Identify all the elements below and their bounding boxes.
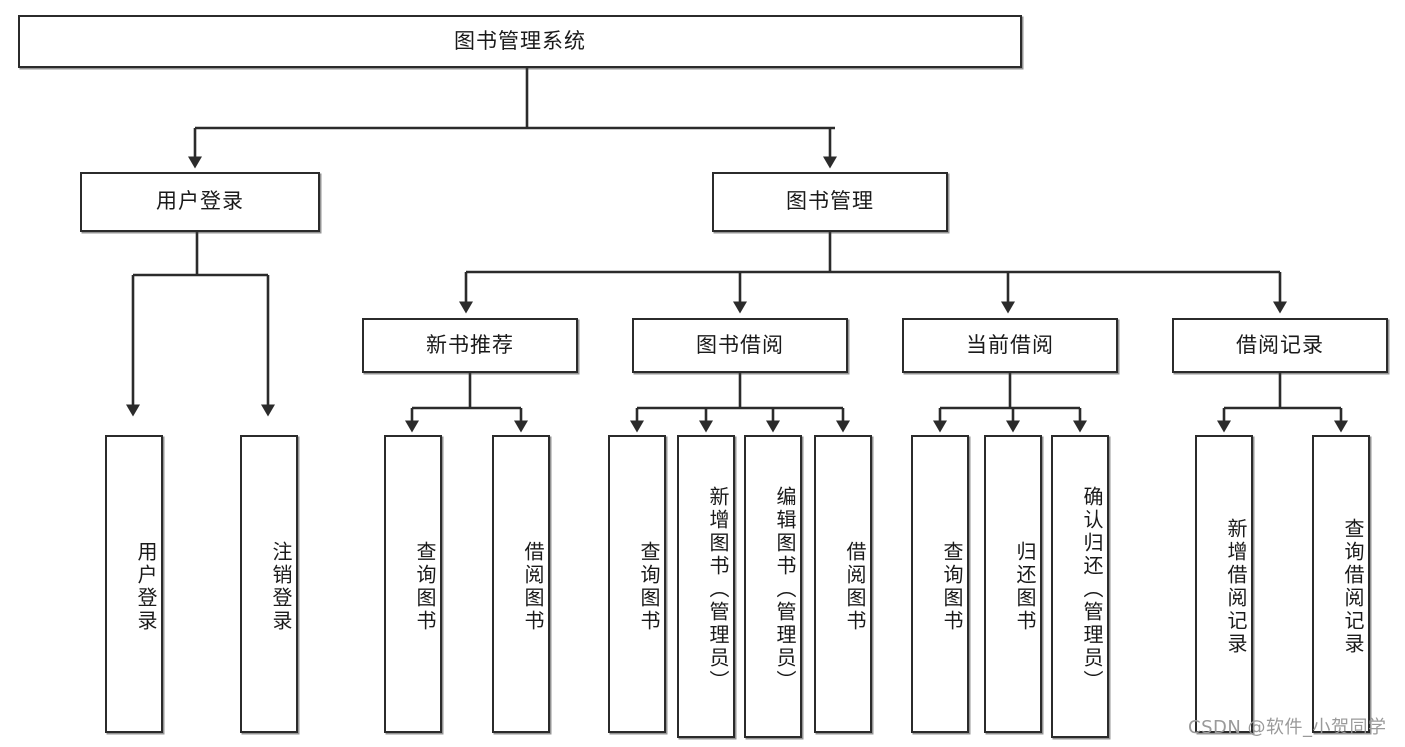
- leaf-new-book-query[interactable]: 查询图书: [384, 435, 442, 733]
- leaf-book-borrow-edit-admin[interactable]: 编辑图书（管理员）: [744, 435, 802, 738]
- csdn-watermark: CSDN @软件_小贺同学: [1188, 717, 1387, 738]
- node-current-borrow[interactable]: 当前借阅: [902, 318, 1118, 373]
- node-book-borrow[interactable]: 图书借阅: [632, 318, 848, 373]
- leaf-current-borrow-query[interactable]: 查询图书: [911, 435, 969, 733]
- leaf-current-borrow-return[interactable]: 归还图书: [984, 435, 1042, 733]
- leaf-book-borrow-query[interactable]: 查询图书: [608, 435, 666, 733]
- leaf-borrow-record-add[interactable]: 新增借阅记录: [1195, 435, 1253, 733]
- leaf-book-borrow-add-admin[interactable]: 新增图书（管理员）: [677, 435, 735, 738]
- leaf-new-book-borrow[interactable]: 借阅图书: [492, 435, 550, 733]
- node-borrow-record[interactable]: 借阅记录: [1172, 318, 1388, 373]
- leaf-user-login-logout[interactable]: 注销登录: [240, 435, 298, 733]
- leaf-book-borrow-borrow[interactable]: 借阅图书: [814, 435, 872, 733]
- leaf-user-login-login[interactable]: 用户登录: [105, 435, 163, 733]
- node-root[interactable]: 图书管理系统: [18, 15, 1022, 68]
- leaf-current-borrow-confirm-admin[interactable]: 确认归还（管理员）: [1051, 435, 1109, 738]
- node-new-book-recommend[interactable]: 新书推荐: [362, 318, 578, 373]
- leaf-borrow-record-query[interactable]: 查询借阅记录: [1312, 435, 1370, 733]
- node-user-login[interactable]: 用户登录: [80, 172, 320, 232]
- node-book-management[interactable]: 图书管理: [712, 172, 948, 232]
